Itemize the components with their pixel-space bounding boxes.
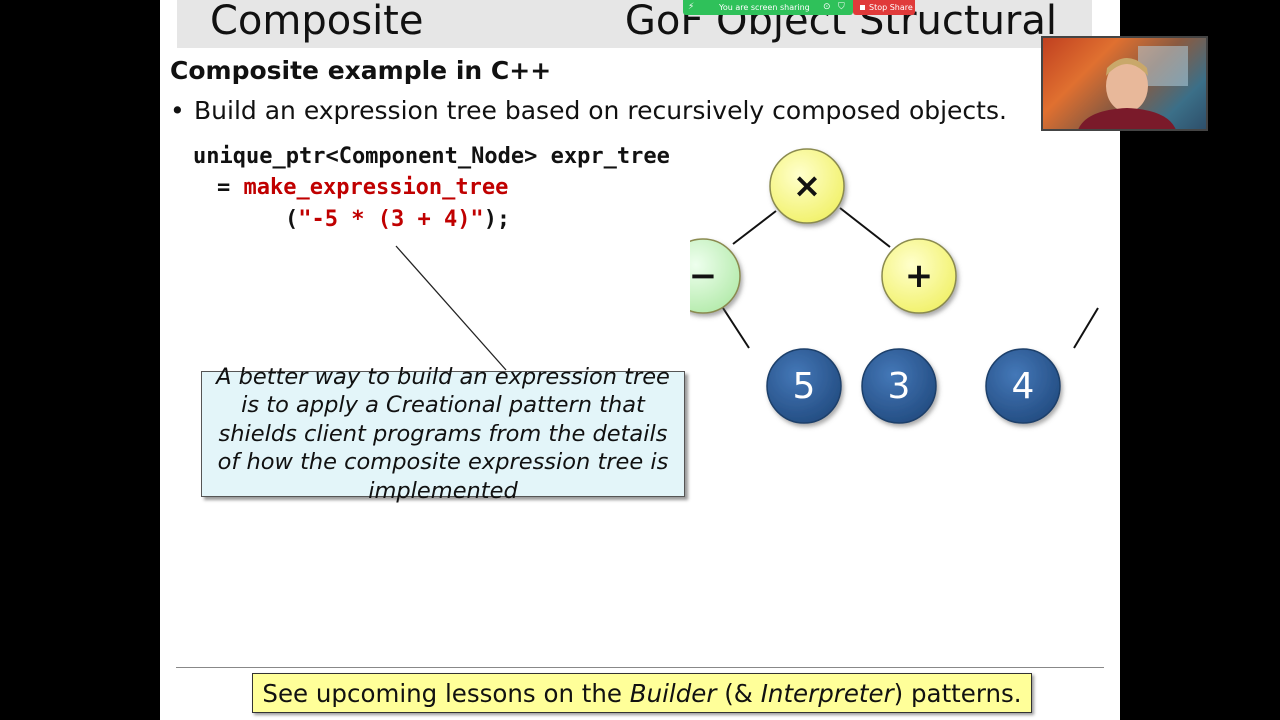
tree-node-circle: [861, 348, 937, 424]
tree-node-five: 5: [766, 348, 842, 424]
callout-box: A better way to build an expression tree…: [201, 364, 685, 504]
code-line-3: ("-5 * (3 + 4)");: [285, 207, 510, 232]
webcam-person: [1078, 46, 1188, 129]
tree-node-label: 3: [888, 366, 911, 407]
callout-text: A better way to build an expression tree…: [216, 363, 670, 504]
tree-node-label: +: [905, 256, 934, 296]
slide-title: Composite: [210, 0, 424, 44]
tree-node-circle: [766, 348, 842, 424]
tree-node-circle: [769, 148, 845, 224]
tree-node-circle: [985, 348, 1061, 424]
footer-divider: [176, 667, 1104, 668]
bullet-item: • Build an expression tree based on recur…: [170, 96, 1007, 125]
edge-multiply-add: [839, 207, 891, 248]
stop-share-label: Stop Share: [869, 3, 913, 12]
stop-share-button[interactable]: Stop Share: [853, 0, 915, 15]
callout-pointer-line: [395, 245, 507, 371]
upcoming-lessons-note: See upcoming lessons on the Builder (& I…: [252, 673, 1032, 713]
share-icon: ⚡: [688, 2, 695, 12]
code-assign: =: [217, 175, 244, 200]
tree-node-multiply: ×: [769, 148, 845, 224]
code-factory-call: make_expression_tree: [243, 175, 509, 200]
tree-node-add: +: [881, 238, 957, 314]
tree-node-label: −: [690, 256, 717, 296]
stop-icon: [860, 5, 865, 10]
note-interpreter: Interpreter: [760, 678, 894, 708]
shield-icon[interactable]: ⛉: [838, 2, 845, 12]
edge-add-three: [1073, 307, 1099, 349]
tree-node-three: 3: [861, 348, 937, 424]
screen-sharing-indicator: ⚡ You are screen sharing ⊙ ⛉: [683, 0, 853, 15]
edge-multiply-negate: [732, 210, 777, 245]
tree-node-four: 4: [985, 348, 1061, 424]
bullet-marker: •: [170, 96, 185, 125]
bullet-text: Build an expression tree based on recurs…: [194, 96, 1007, 125]
code-expression-string: "-5 * (3 + 4)": [298, 207, 484, 232]
note-text-1: See upcoming lessons on the: [262, 678, 630, 708]
screen-share-bar: ⚡ You are screen sharing ⊙ ⛉ Stop Share: [683, 0, 915, 15]
edge-negate-five: [722, 307, 750, 349]
tree-node-circle: [690, 238, 741, 314]
tree-node-circle: [881, 238, 957, 314]
code-line-2: = make_expression_tree: [217, 175, 508, 200]
note-text-2: (&: [716, 678, 761, 708]
tree-node-negate: −: [690, 238, 741, 314]
slide-subtitle: Composite example in C++: [170, 56, 552, 85]
tree-edges: [722, 207, 1099, 349]
slide: Composite GoF Object Structural Composit…: [160, 0, 1120, 720]
note-builder: Builder: [629, 678, 717, 708]
tree-node-label: 4: [1012, 366, 1035, 407]
note-text-3: ) patterns.: [893, 678, 1022, 708]
pause-share-icon[interactable]: ⊙: [823, 2, 831, 12]
tree-node-label: 5: [793, 366, 816, 407]
webcam-video: [1041, 36, 1208, 131]
code-close: );: [483, 207, 511, 232]
code-line-1: unique_ptr<Component_Node> expr_tree: [193, 144, 670, 169]
screen-sharing-text: You are screen sharing: [719, 3, 810, 12]
code-open-paren: (: [285, 207, 299, 232]
expression-tree-diagram: × − +5 3 4: [690, 148, 1099, 424]
tree-node-label: ×: [793, 166, 822, 206]
